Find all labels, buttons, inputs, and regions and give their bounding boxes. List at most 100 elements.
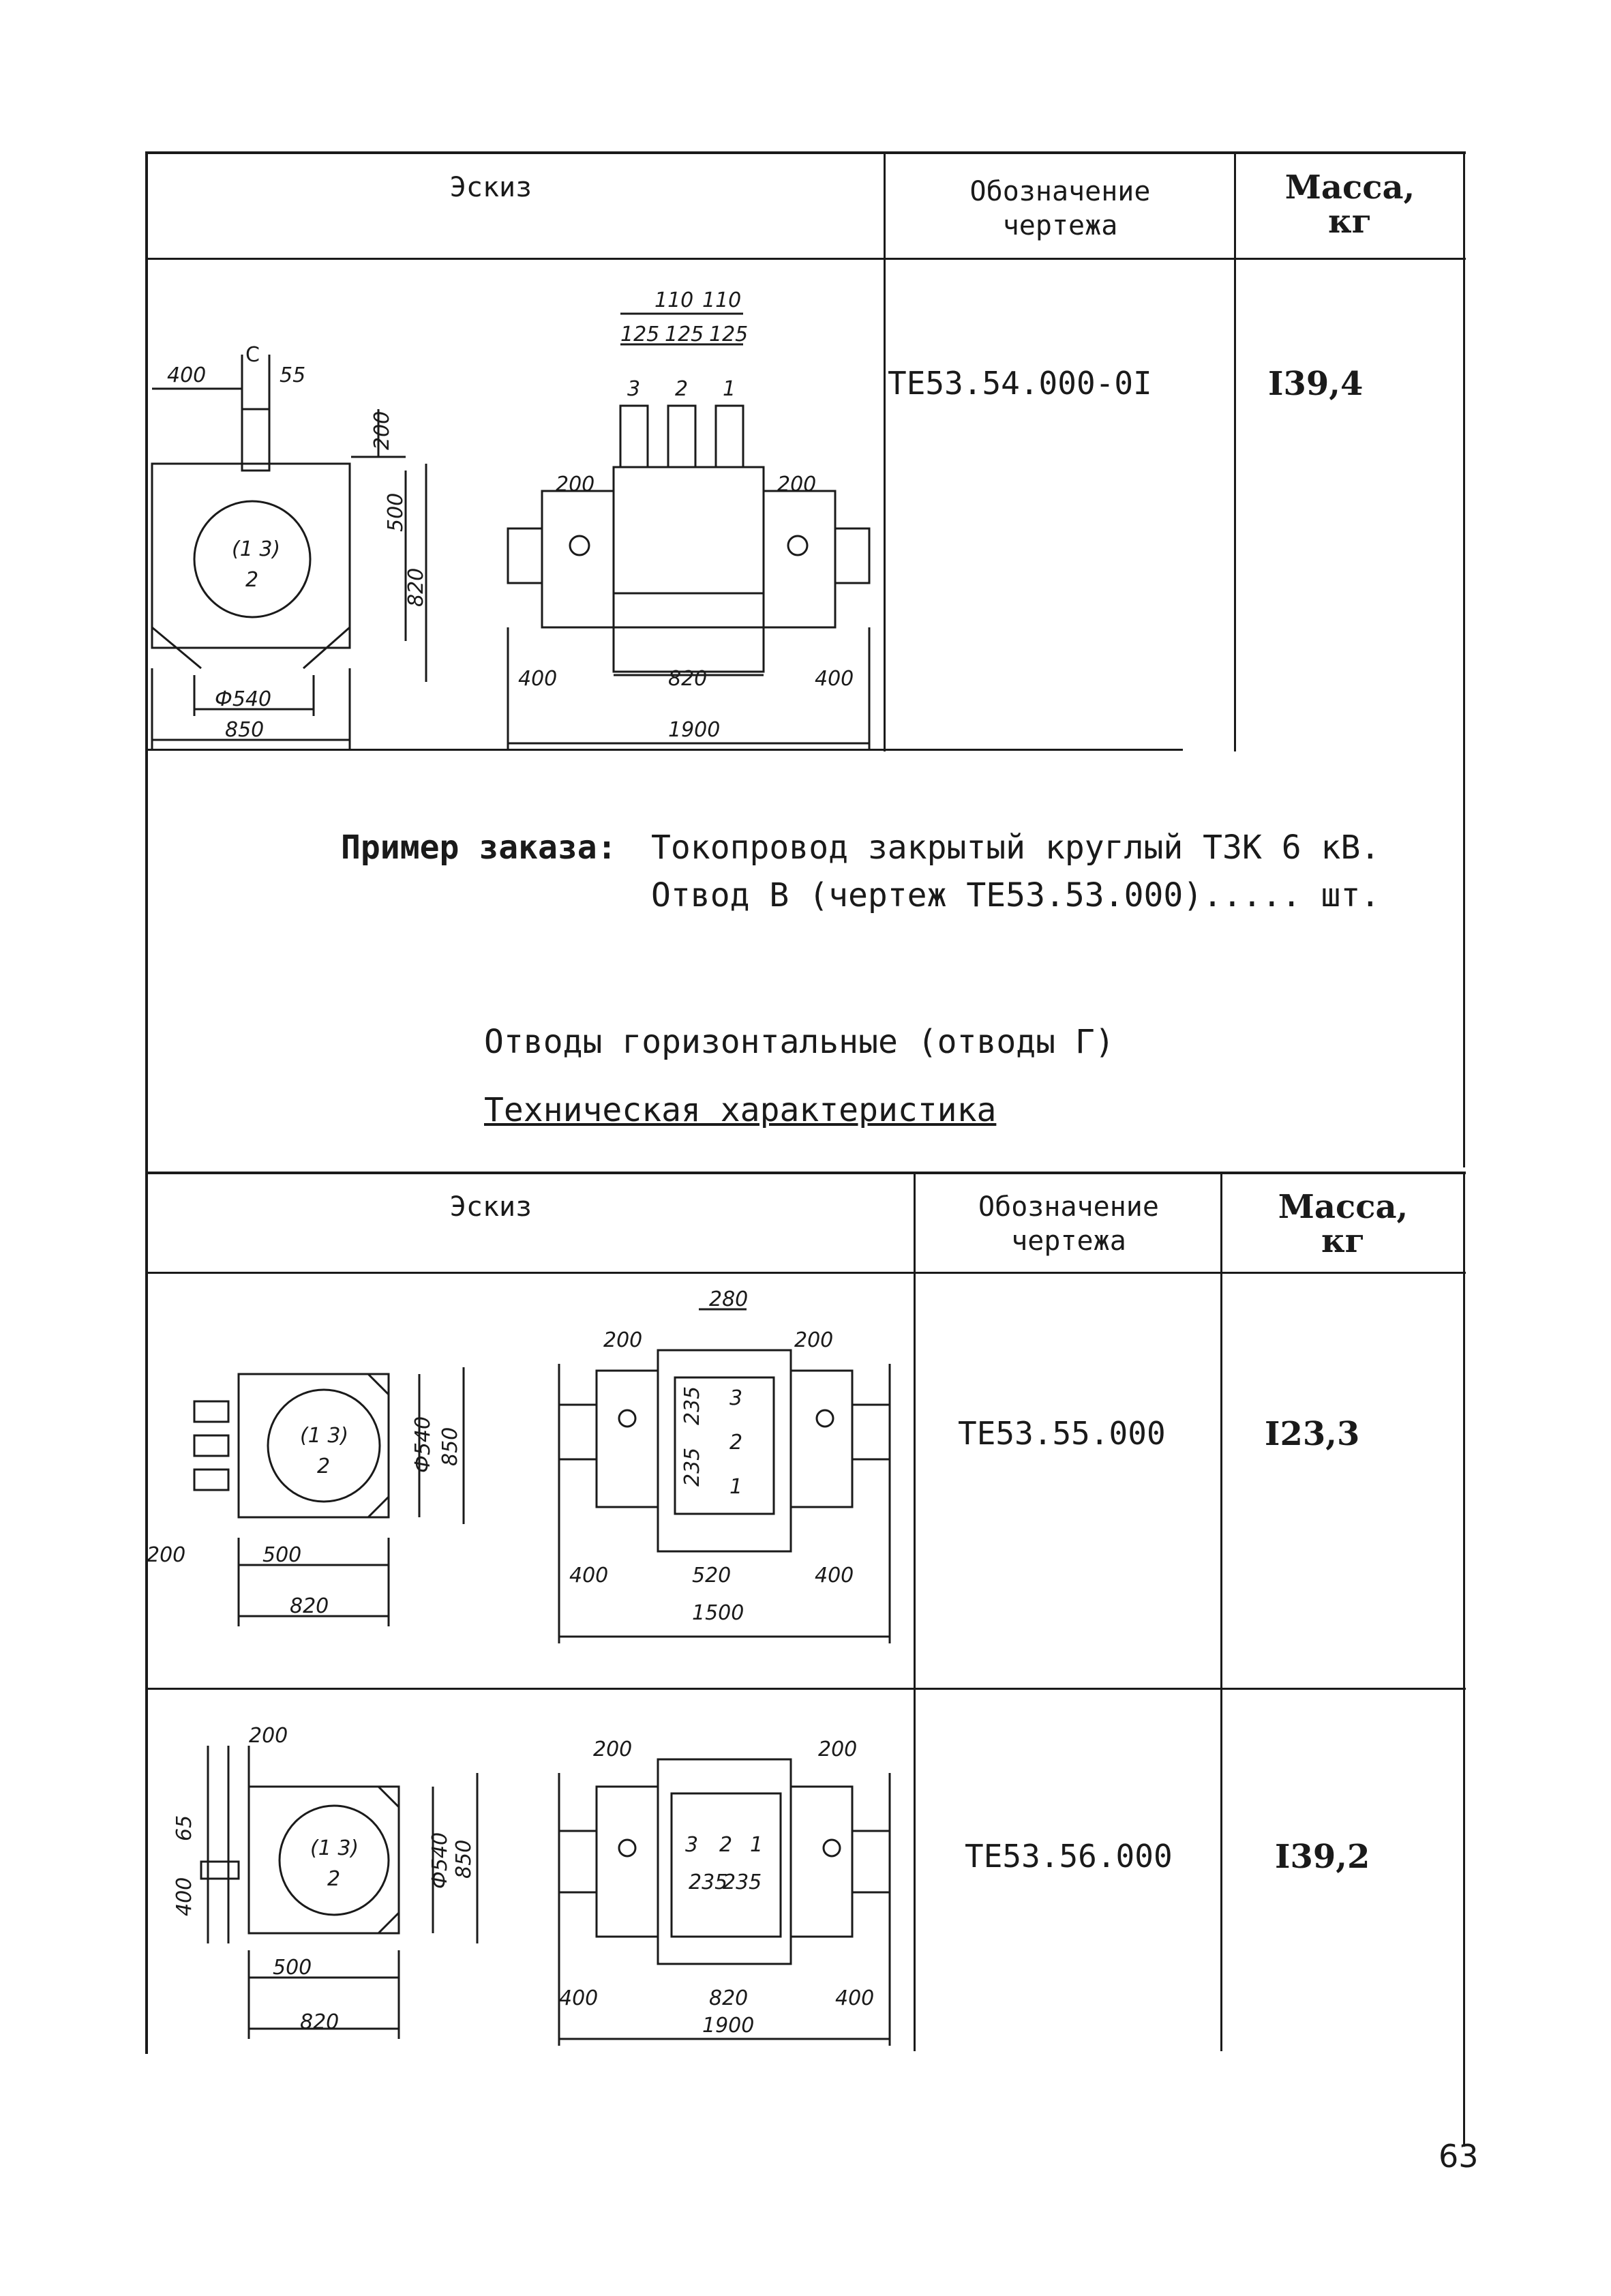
dim-400-left: 400 <box>559 1986 598 2010</box>
conductor-circle <box>193 500 312 618</box>
dim-55: 55 <box>280 363 305 387</box>
dim-400-right: 400 <box>815 667 854 691</box>
sketch1-side-view: 400 55 C 200 500 820 Ф540 850 (1 3) 2 <box>151 343 428 750</box>
table2-header-designation: Обозначение чертежа <box>978 1191 1159 1257</box>
order-example-line2: Отвод В (чертеж TE53.53.000)..... шт. <box>651 876 1381 914</box>
dim-850: 850 <box>438 1427 462 1466</box>
dim-1500: 1500 <box>692 1601 744 1625</box>
order-example-line1: Токопровод закрытый круглый ТЗК 6 кВ. <box>651 829 1381 867</box>
table2-right-border <box>1463 1172 1465 2147</box>
table2-header-divider <box>147 1272 1466 1274</box>
busbar-label-2: 2 <box>719 1833 732 1857</box>
table1-left-border <box>145 151 148 2054</box>
dim-110-b: 110 <box>702 288 741 312</box>
dim-400-right: 400 <box>815 1564 854 1587</box>
table1-header-sketch: Эскиз <box>449 172 532 203</box>
busbar-label-1: 1 <box>750 1833 763 1857</box>
sketch1-front-view: 110 110 125 125 125 3 2 1 200 200 400 82… <box>507 288 871 750</box>
dim-200-right: 200 <box>777 473 816 496</box>
table2-row2-designation: TE53.56.000 <box>965 1838 1173 1875</box>
dim-400: 400 <box>167 363 206 387</box>
dim-820: 820 <box>668 667 707 691</box>
table1-header-mass: Масса, кг <box>1284 168 1415 241</box>
dim-820: 820 <box>404 568 428 607</box>
table2-top-border <box>147 1172 1466 1174</box>
dim-500: 500 <box>384 493 408 532</box>
dim-235-b: 235 <box>680 1448 704 1487</box>
dim-1900: 1900 <box>702 2014 754 2038</box>
section-title: Отводы горизонтальные (отводы Г) <box>484 1023 1115 1061</box>
busbar-label-3: 3 <box>627 377 640 401</box>
dim-280: 280 <box>709 1289 748 1311</box>
table1-col1-divider <box>884 151 886 751</box>
order-example-label: Пример заказа: <box>341 829 617 867</box>
busbar-label-1: 1 <box>729 1475 742 1499</box>
table1-header-designation: Обозначение чертежа <box>969 176 1151 241</box>
phase-marks-1-3: (1 3) <box>300 1424 348 1448</box>
dim-820: 820 <box>300 2010 339 2034</box>
table2-col1-divider <box>914 1172 916 2051</box>
sketch3-side-view: 200 65 400 500 820 Ф540 850 (1 3) 2 <box>172 1724 479 2039</box>
dim-200: 200 <box>370 411 394 450</box>
table1-col2-divider <box>1234 151 1236 751</box>
sketch2-side-view: 200 500 820 Ф540 850 (1 3) 2 <box>147 1367 465 1626</box>
dim-diameter-540: Ф540 <box>411 1416 435 1473</box>
dim-850: 850 <box>452 1840 476 1879</box>
busbar-label-2: 2 <box>729 1431 742 1455</box>
dim-200-left: 200 <box>556 473 594 496</box>
page-number: 63 <box>1439 2138 1479 2175</box>
dim-200-left: 200 <box>593 1738 632 1761</box>
table1-row1-mass: I39,4 <box>1268 365 1364 403</box>
phase-marks-1-3: (1 3) <box>310 1836 359 1860</box>
table2-col2-divider <box>1220 1172 1222 2051</box>
table1-row1-designation: TE53.54.000-0I <box>888 365 1152 402</box>
dim-65: 65 <box>172 1815 196 1841</box>
section-subtitle: Техническая характеристика <box>484 1091 997 1129</box>
dim-500: 500 <box>262 1543 301 1567</box>
busbar-outlet <box>241 408 271 472</box>
dim-125-b: 125 <box>665 323 704 346</box>
dim-110-a: 110 <box>654 288 693 312</box>
busbar-label-1: 1 <box>723 377 736 401</box>
dim-200: 200 <box>147 1543 185 1567</box>
dim-400-left: 400 <box>518 667 557 691</box>
dim-400: 400 <box>172 1877 196 1916</box>
table2-row1-designation: TE53.55.000 <box>958 1415 1166 1452</box>
phase-mark-2: 2 <box>317 1455 330 1478</box>
table1-row-bottom <box>147 749 1183 751</box>
table1-top-border <box>147 151 1466 154</box>
dim-125-c: 125 <box>709 323 748 346</box>
dim-1900: 1900 <box>668 718 720 742</box>
table2-header-sketch: Эскиз <box>449 1191 532 1223</box>
phase-marks-1-3: (1 3) <box>232 537 280 561</box>
table2-row2-mass: I39,2 <box>1275 1838 1370 1876</box>
dim-850: 850 <box>225 718 264 742</box>
busbar-label-3: 3 <box>685 1833 698 1857</box>
sketch3-front-view: 200 200 3 2 1 235 235 400 820 400 1900 <box>558 1738 891 2046</box>
table2-row1-mass: I23,3 <box>1265 1415 1360 1453</box>
table1-right-border <box>1463 151 1465 1167</box>
dim-235-a: 235 <box>680 1386 704 1425</box>
dim-200-left: 200 <box>603 1328 642 1352</box>
table2-header-mass: Масса, кг <box>1278 1188 1409 1260</box>
dim-400-right: 400 <box>835 1986 874 2010</box>
dim-235-b: 235 <box>723 1870 762 1894</box>
dim-820: 820 <box>709 1986 748 2010</box>
phase-mark-2: 2 <box>245 568 258 592</box>
dim-200-right: 200 <box>818 1738 857 1761</box>
dim-520: 520 <box>692 1564 731 1587</box>
table1-header-divider <box>147 258 1466 260</box>
dim-400-left: 400 <box>569 1564 608 1587</box>
dim-200-right: 200 <box>794 1328 833 1352</box>
dim-235-a: 235 <box>689 1870 727 1894</box>
busbar-label-2: 2 <box>675 377 688 401</box>
dim-200: 200 <box>249 1724 288 1748</box>
dim-diameter-540: Ф540 <box>428 1832 452 1889</box>
dim-500: 500 <box>273 1956 312 1980</box>
table2-row-divider <box>147 1688 1466 1690</box>
dim-diameter-540: Ф540 <box>215 687 271 711</box>
phase-mark-2: 2 <box>327 1867 340 1891</box>
busbar-label-3: 3 <box>729 1386 742 1410</box>
section-mark-c: C <box>245 343 260 367</box>
dim-125-a: 125 <box>620 323 659 346</box>
